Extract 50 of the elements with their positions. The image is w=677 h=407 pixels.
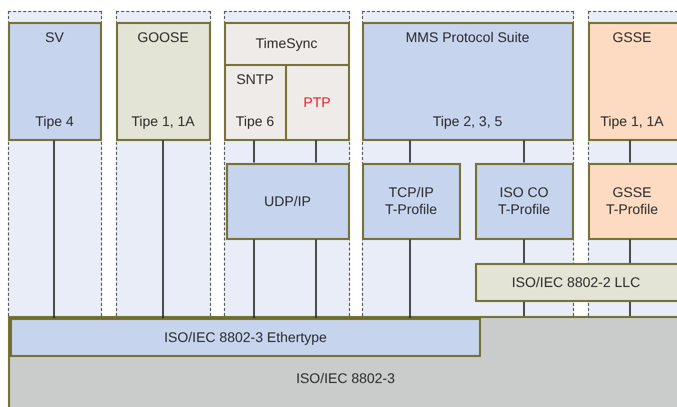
layer-box <box>226 162 350 240</box>
connector-line <box>315 140 317 162</box>
protocol-box <box>8 22 102 140</box>
connector-line <box>409 240 411 318</box>
connector-line <box>253 240 255 318</box>
layer-box <box>8 316 677 407</box>
connector-line <box>409 140 411 162</box>
protocol-box <box>362 22 574 140</box>
layer-label: GSSE <box>612 28 652 46</box>
layer-label: GOOSE <box>137 28 189 46</box>
protocol-box <box>588 22 677 140</box>
protocol-box <box>284 64 350 140</box>
layer-label: ISO/IEC 8802-3 <box>296 370 395 387</box>
layer-label: TCP/IP T-Profile <box>384 184 438 218</box>
connector-line <box>629 240 631 263</box>
connector-line <box>53 140 55 318</box>
layer-label: GSSE T-Profile <box>604 184 660 218</box>
connector-line <box>629 140 631 162</box>
layer-label: ISO/IEC 8802-2 LLC <box>512 274 640 291</box>
layer-label: SV <box>45 28 64 46</box>
protocol-box <box>224 64 286 140</box>
layer-box <box>10 318 481 357</box>
connector-line <box>523 140 525 162</box>
layer-label: Tipe 4 <box>35 112 74 130</box>
layer-label: Tipe 2, 3, 5 <box>432 112 502 130</box>
layer-label: MMS Protocol Suite <box>406 28 530 46</box>
layer-label: TimeSync <box>256 35 318 52</box>
layer-box <box>362 162 460 240</box>
layer-label: SNTP <box>236 70 274 88</box>
connector-line <box>523 240 525 263</box>
layer-label: Tipe 1, 1A <box>131 112 195 130</box>
column-group <box>116 11 211 316</box>
layer-label: UDP/IP <box>264 192 311 210</box>
column-group <box>224 11 350 316</box>
protocol-box <box>116 22 210 140</box>
protocol-box <box>224 22 350 66</box>
layer-label: ISO CO T-Profile <box>496 184 552 218</box>
connector-line <box>629 302 631 316</box>
layer-label: Tipe 1, 1A <box>600 112 664 130</box>
connector-line <box>253 140 255 162</box>
connector-line <box>523 302 525 316</box>
layer-box <box>475 263 677 302</box>
layer-label: PTP <box>303 94 331 110</box>
layer-box <box>588 162 677 240</box>
connector-line <box>162 140 164 318</box>
layer-box <box>474 162 574 240</box>
column-group <box>8 11 102 316</box>
connector-line <box>315 240 317 318</box>
layer-label: Tipe 6 <box>236 112 274 130</box>
layer-label: ISO/IEC 8802-3 Ethertype <box>164 329 327 346</box>
